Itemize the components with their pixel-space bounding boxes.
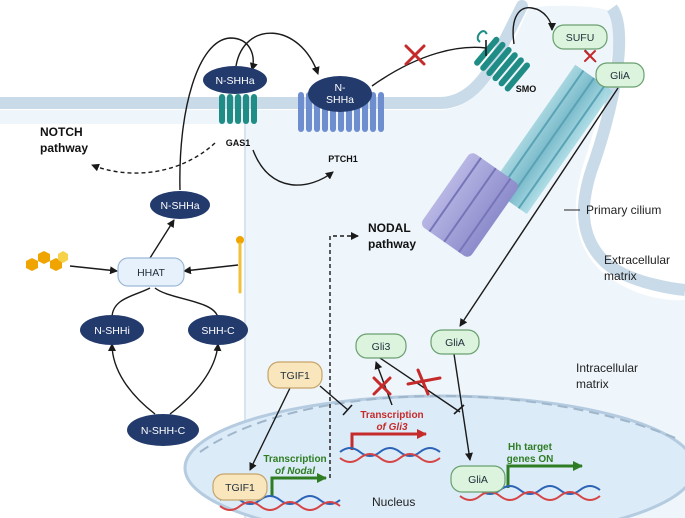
block-cross-ptch1 <box>404 44 426 66</box>
arrow-smo-to-sufu <box>512 7 556 45</box>
shhc-node <box>188 315 248 345</box>
block-cross-sufu <box>584 50 596 62</box>
nucleus-label: Nucleus <box>372 495 415 509</box>
extracellular-label-2: matrix <box>604 269 637 283</box>
tgif1-top-text: TGIF1 <box>280 370 310 382</box>
arrow-tgif1-to-nucleus <box>249 387 291 471</box>
inhibit-tgif1-gli3-bar <box>342 404 353 416</box>
hhat-text: HHAT <box>137 267 165 279</box>
smo-label: SMO <box>516 84 537 94</box>
nshha-gas1-node <box>203 66 267 94</box>
arrow-glia-cilium-to-cyto <box>459 87 619 327</box>
glia-nucleus-node <box>450 465 506 493</box>
arrow-cholesterol-to-hhat <box>183 264 239 275</box>
block-cross-gli3 <box>372 376 392 396</box>
glia-cilium-text: GliA <box>610 70 630 82</box>
nodal-label-1: NODAL <box>368 221 411 235</box>
nshha-mid-text: N-SHHa <box>160 200 199 212</box>
gas1-label: GAS1 <box>226 138 251 148</box>
arrow-gas1-to-notch <box>91 142 216 174</box>
inhibit-ptch1-smo <box>371 46 487 87</box>
hh-target-transcription-arrow <box>506 461 583 488</box>
nshha-ptch1-text-1: N- <box>334 82 346 94</box>
transcription-gli3-label-1: Transcription <box>360 410 423 421</box>
sufu-node <box>552 24 608 50</box>
hh-target-label-1: Hh target <box>508 442 553 453</box>
sufu-text: SUFU <box>566 32 595 44</box>
nshhi-text: N-SHHi <box>94 325 130 337</box>
nshha-ptch1-node <box>308 76 372 112</box>
nshha-gas1-text: N-SHHa <box>215 75 254 87</box>
intracellular-label-2: matrix <box>576 377 609 391</box>
ptch1-label: PTCH1 <box>328 154 358 164</box>
nshha-ptch1-text-2: SHHa <box>326 94 354 106</box>
primary-cilium-label: Primary cilium <box>586 203 661 217</box>
nshhc-node <box>127 414 199 446</box>
transcription-nodal-label-2: of Nodal <box>275 466 315 477</box>
arrow-nshha-to-gas1 <box>179 37 258 191</box>
inhibit-gli3-line <box>379 357 461 413</box>
glia-cyto-text: GliA <box>445 337 465 349</box>
nshhc-text: N-SHH-C <box>141 425 186 437</box>
dna-gli3 <box>339 447 441 463</box>
gli3-transcription-arrow <box>350 429 427 450</box>
line-shhc-to-hhat <box>154 287 219 319</box>
palmitate-icon <box>26 251 68 271</box>
transcription-nodal-label-1: Transcription <box>263 454 326 465</box>
nshha-mid-node <box>150 191 210 219</box>
shhc-text: SHH-C <box>201 325 235 337</box>
nodal-label-2: pathway <box>368 237 416 251</box>
arrow-palmitate-to-hhat <box>69 265 118 275</box>
basal-body <box>421 153 519 257</box>
cholesterol-icon <box>236 236 244 294</box>
arrow-nshhc-to-shhc <box>169 343 222 415</box>
notch-label-2: pathway <box>40 141 88 155</box>
tgif1-nucleus-text: TGIF1 <box>225 482 255 494</box>
nodal-transcription-arrow <box>270 473 327 496</box>
smo-receptor <box>474 30 531 92</box>
glia-nucleus-text: GliA <box>468 474 488 486</box>
gli3-node <box>355 333 407 359</box>
tgif1-top-node <box>267 361 323 389</box>
nshhi-node <box>80 315 144 345</box>
glia-cyto-node <box>430 329 480 355</box>
plasma-membrane <box>0 0 528 109</box>
inhibit-tgif1-gli3 <box>319 385 349 411</box>
tgif1-nucleus-node <box>212 473 268 501</box>
inhibit-gli3-bar <box>453 404 465 415</box>
nuclear-envelope-dashes <box>199 394 681 453</box>
intracellular-label-1: Intracellular <box>576 361 638 375</box>
block-plus-gli3 <box>406 368 442 396</box>
arrow-gas1-to-ptch1 <box>235 32 320 75</box>
hh-target-label-2: genes ON <box>507 454 554 465</box>
line-nshhi-to-hhat <box>111 287 151 319</box>
arrow-hhat-to-nshha <box>149 219 175 259</box>
arrow-nodal-pathway <box>329 232 359 478</box>
extracellular-label-1: Extracellular <box>604 253 670 267</box>
arrow-nshhc-to-nshhi <box>108 343 156 415</box>
hhat-node <box>117 257 185 287</box>
arrow-gas1-to-ptch1-lower <box>252 149 334 186</box>
cilium-axoneme <box>489 64 613 215</box>
gas1-receptor <box>219 94 257 124</box>
transcription-gli3-label-2: of Gli3 <box>376 422 408 433</box>
glia-cilium-node <box>595 62 645 88</box>
gli3-text: Gli3 <box>372 341 391 353</box>
cilium-membrane <box>577 4 685 296</box>
notch-label-1: NOTCH <box>40 125 83 139</box>
